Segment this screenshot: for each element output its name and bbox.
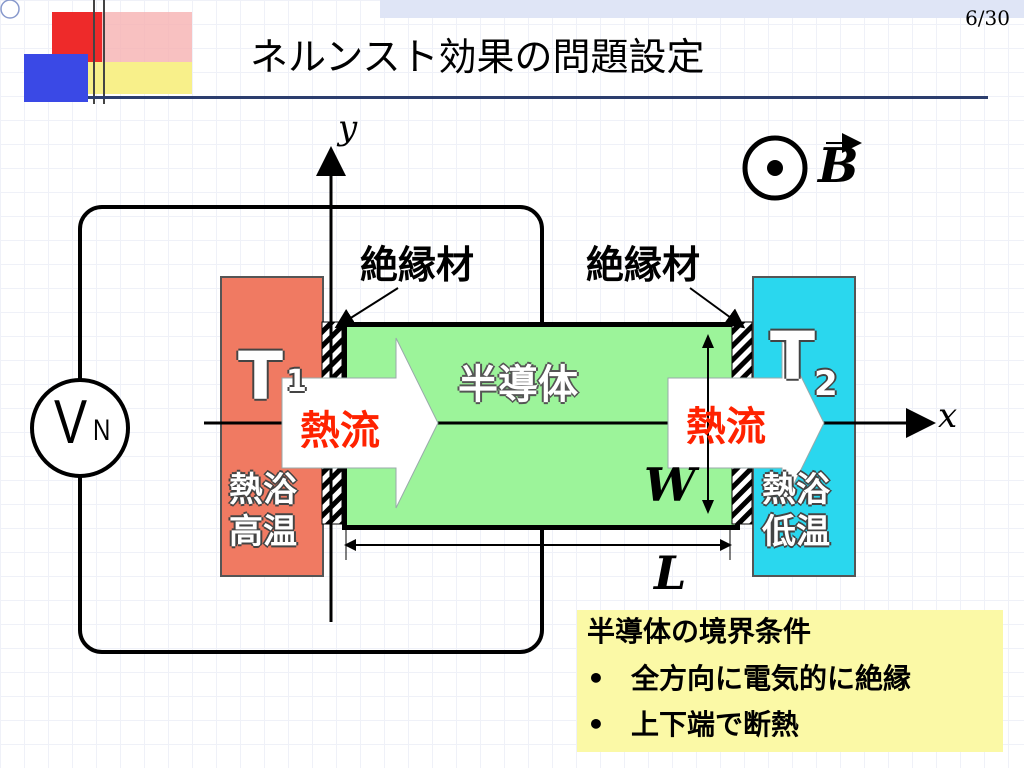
voltmeter-symbol: V xyxy=(54,388,88,457)
hot-bath-subscript: 1 xyxy=(286,364,307,399)
x-axis-label: x xyxy=(938,396,958,436)
cold-bath-line2: 低温 xyxy=(762,512,830,552)
length-label: L xyxy=(654,546,687,600)
hot-bath-symbol: T xyxy=(238,338,284,415)
insulator-right-pointer xyxy=(689,287,746,329)
slide-title: ネルンスト効果の問題設定 xyxy=(250,35,705,79)
list-item: • 全方向に電気的に絶縁 xyxy=(587,656,993,702)
list-item: • 上下端で断熱 xyxy=(587,702,993,748)
width-dimension-top-head xyxy=(702,334,714,348)
length-dimension-left-head xyxy=(344,539,356,551)
bullet: • xyxy=(587,708,605,741)
deco-top-band xyxy=(380,0,1024,18)
deco-ring xyxy=(0,0,20,19)
hot-bath-line2: 高温 xyxy=(229,512,297,552)
list-item-text: 上下端で断熱 xyxy=(631,708,800,741)
boundary-conditions-box: 半導体の境界条件 • 全方向に電気的に絶縁 • 上下端で断熱 xyxy=(577,610,1003,752)
insulator-left-pointer xyxy=(334,287,399,329)
deco-red-gradient xyxy=(102,12,192,62)
semiconductor-label: 半導体 xyxy=(458,362,578,408)
magnetic-field-label: B xyxy=(818,138,859,194)
corner-decoration xyxy=(0,0,1024,104)
bullet: • xyxy=(587,662,605,695)
heat-flow-right-label: 熱流 xyxy=(686,404,766,450)
width-label: W xyxy=(644,458,696,512)
cold-bath-symbol: T xyxy=(770,318,816,395)
magnetic-field-dot-icon xyxy=(767,160,783,176)
cold-bath-subscript: 2 xyxy=(814,364,838,404)
title-underline xyxy=(88,96,988,99)
length-dimension-right-head xyxy=(720,539,732,551)
list-item-text: 全方向に電気的に絶縁 xyxy=(631,662,912,695)
deco-blue-block xyxy=(24,54,88,102)
voltmeter-icon xyxy=(30,378,130,478)
insulator-left-label: 絶縁材 xyxy=(360,243,475,287)
voltmeter-subscript: N xyxy=(93,414,111,447)
y-axis-label: y xyxy=(338,108,358,148)
width-dimension-bottom-head xyxy=(702,500,714,514)
insulator-right-label: 絶縁材 xyxy=(586,243,701,287)
heat-flow-left-label: 熱流 xyxy=(300,408,380,454)
slide-number: 6/30 xyxy=(965,6,1010,30)
boundary-conditions-title: 半導体の境界条件 xyxy=(587,615,812,648)
heat-flow-arrow-left xyxy=(281,337,439,509)
cold-bath-line1: 熱浴 xyxy=(762,470,830,510)
hot-bath-line1: 熱浴 xyxy=(229,470,297,510)
